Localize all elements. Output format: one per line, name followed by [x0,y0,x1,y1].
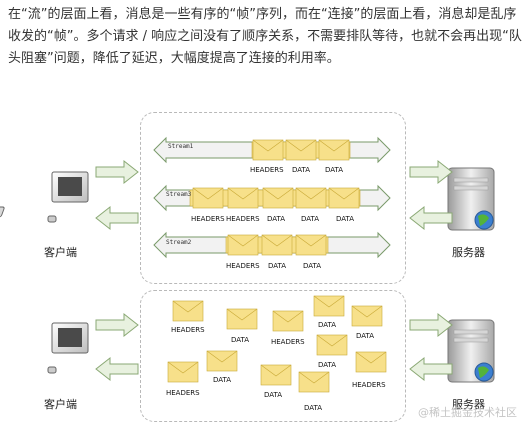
stream-name: Stream1 [168,143,194,150]
frame-label: DATA [325,166,343,174]
frame-label: HEADERS [191,215,225,223]
arrow-left-icon [95,205,139,231]
server-label-bottom: 服务器 [452,398,485,411]
arrow-right-icon [409,159,453,185]
frame-label: DATA [292,166,310,174]
envelope-icon [227,187,259,209]
frame-label: DATA [267,215,285,223]
envelope-icon [351,305,383,327]
envelope-icon [318,139,350,161]
frame-label: DATA [304,404,322,412]
frame-label: DATA [336,215,354,223]
intro-paragraph: 在“流”的层面上看，消息是一些有序的“帧”序列，而在“连接”的层面上看，消息却是… [8,7,522,66]
frame-label: DATA [213,376,231,384]
envelope-icon [167,361,199,383]
envelope-icon [272,310,304,332]
frame-label: DATA [356,332,374,340]
frame-label: DATA [268,262,286,270]
frame-label: DATA [303,262,321,270]
frame-label: HEADERS [226,262,260,270]
stream-1: Stream1 HEADERS DATA DATA [153,136,391,174]
envelope-icon [295,234,327,256]
arrow-right-icon [95,312,139,338]
envelope-icon [227,234,259,256]
envelope-icon [172,300,204,322]
envelope-icon [316,334,348,356]
envelope-icon [206,350,238,372]
stream-name: Stream2 [166,239,192,246]
envelope-icon [295,187,327,209]
watermark: @稀土掘金技术社区 [418,406,517,419]
client-computer-icon-bottom [47,322,89,374]
scattered-frames: HEADERS DATA HEADERS DATA DATA DATA HEAD… [166,295,387,412]
frame-label: HEADERS [226,215,260,223]
envelope-icon [192,187,224,209]
frame-label: DATA [264,391,282,399]
frame-label: HEADERS [166,389,200,397]
envelope-icon [355,351,387,373]
envelope-icon [226,308,258,330]
client-label-bottom: 客户端 [44,398,77,411]
arrow-left-icon [409,205,453,231]
envelope-icon [260,364,292,386]
arrow-right-icon [409,312,453,338]
envelope-icon [261,234,293,256]
frame-label: HEADERS [352,381,386,389]
client-computer-icon-top [0,171,89,223]
envelope-icon [313,295,345,317]
envelope-icon [328,187,360,209]
frame-label: DATA [301,215,319,223]
frame-label: HEADERS [250,166,284,174]
server-icon-bottom [447,319,495,383]
arrow-right-icon [95,159,139,185]
frame-label: DATA [231,336,249,344]
envelope-icon [262,187,294,209]
arrow-left-icon [409,356,453,382]
server-label-top: 服务器 [452,246,485,259]
stream-name: Stream3 [166,191,192,198]
arrow-left-icon [95,356,139,382]
envelope-icon [298,371,330,393]
stream-3: Stream3 HEADERS HEADERS DATA DATA DATA [153,184,391,223]
envelope-icon [252,139,284,161]
frame-label: DATA [318,321,336,329]
frame-label: HEADERS [171,326,205,334]
frame-label: DATA [318,361,336,369]
server-icon-top [447,167,495,231]
stream-2: Stream2 HEADERS DATA DATA [153,231,391,270]
client-label-top: 客户端 [44,246,77,259]
envelope-icon [285,139,317,161]
frame-label: HEADERS [271,338,305,346]
